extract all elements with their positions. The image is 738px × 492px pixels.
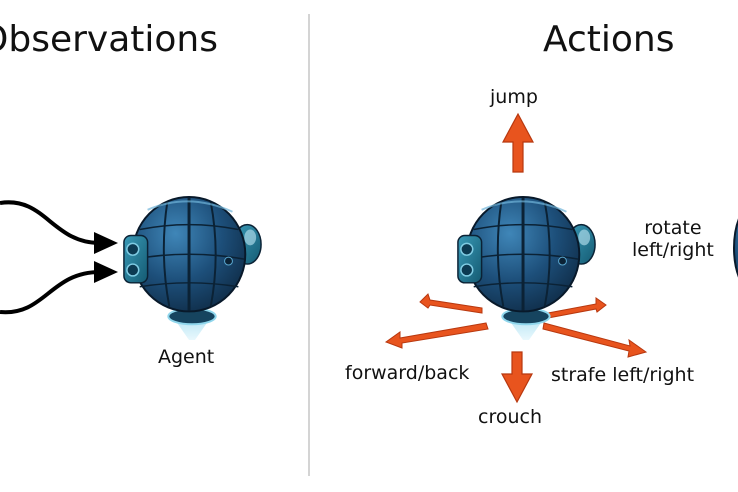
input-arrow-icon [0,200,118,254]
crouch-label: crouch [478,406,542,428]
rotate-label-line2: left/right [632,238,714,261]
rotate-label: rotate left/right [632,217,714,262]
jump-label: jump [490,86,538,108]
forward-back-label: forward/back [345,362,470,384]
crouch-arrow-icon [500,351,534,404]
agent-label: Agent [158,346,215,368]
section-divider [308,14,310,476]
robot-agent-icon [122,195,263,342]
robot-agent-icon [733,218,738,278]
observations-title: Observations [0,19,218,60]
strafe-label: strafe left/right [551,364,695,386]
move-arrow-icon [384,293,648,358]
jump-arrow-icon [501,112,535,173]
rotate-label-line1: rotate [644,217,702,239]
actions-title: Actions [543,19,675,60]
robot-agent-icon [456,195,597,342]
input-arrow-icon [0,261,118,315]
